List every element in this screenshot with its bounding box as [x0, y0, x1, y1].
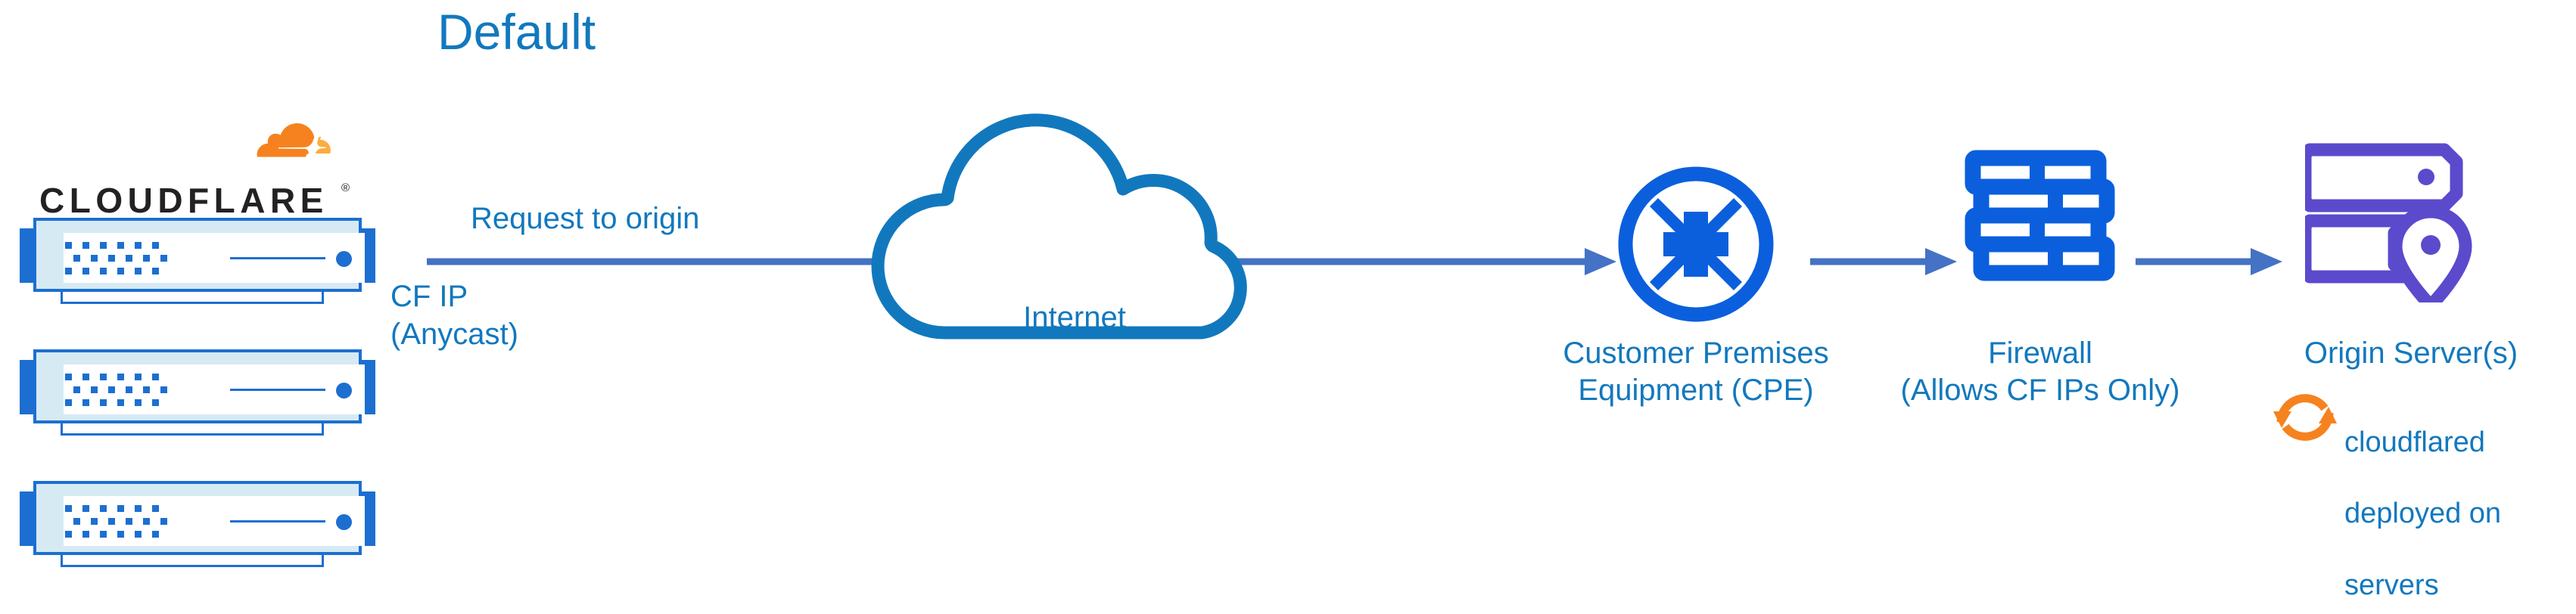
cloudflare-wordmark: CLOUDFLARE [39, 181, 328, 220]
switch-status-line [230, 389, 325, 391]
switch-chassis [33, 218, 365, 292]
switch-power-led [336, 251, 352, 267]
switch-power-led [336, 383, 352, 398]
registered-trademark-mark: ® [341, 181, 350, 194]
switch-status-line [230, 520, 325, 523]
sync-arrows-icon [2273, 394, 2337, 441]
cloudflared-note-line1: cloudflared [2344, 426, 2485, 459]
switch-side-tab-left [20, 360, 36, 414]
switch-power-led [336, 514, 352, 530]
switch-side-tab-left [20, 228, 36, 283]
firewall-label-line2: (Allows CF IPs Only) [1900, 374, 2180, 407]
brick-wall-icon [1965, 150, 2115, 281]
cloud-outline-icon [871, 113, 1247, 340]
server-rack-pin-icon [2305, 143, 2472, 302]
switch-status-line [230, 257, 325, 259]
cloudflare-logo: CLOUDFLARE ® [39, 113, 350, 220]
cloudflared-note-line3: servers [2344, 569, 2439, 601]
router-icon [1618, 166, 1774, 322]
page-title: Default [437, 4, 596, 60]
switch-base [61, 423, 324, 436]
cf-ip-caption-line1: CF IP [390, 280, 468, 313]
switch-chassis [33, 481, 365, 555]
switch-side-tab-left [20, 492, 36, 546]
cloudflare-cloud-logo-icon [257, 123, 331, 157]
network-switch-icon [20, 349, 375, 436]
switch-base [61, 292, 324, 304]
arrow-cpe-to-firewall [1810, 248, 1957, 275]
cloudflared-annotation: cloudflared deployed on servers [2344, 389, 2501, 614]
internet-label: Internet [1023, 301, 1126, 334]
switch-base [61, 555, 324, 567]
network-switch-icon [20, 481, 375, 567]
switch-chassis [33, 349, 365, 423]
firewall-label-line1: Firewall [1988, 336, 2092, 370]
origin-label-line1: Origin Server(s) [2304, 336, 2518, 370]
network-switch-icon [20, 218, 375, 304]
cpe-label-line1: Customer Premises [1563, 336, 1829, 370]
arrow-label-request-to-origin: Request to origin [471, 202, 700, 235]
cf-ip-caption-line2: (Anycast) [390, 318, 518, 351]
cpe-label-line2: Equipment (CPE) [1578, 374, 1814, 407]
cloudflared-note-line2: deployed on [2344, 498, 2502, 530]
arrow-firewall-to-origin [2136, 248, 2282, 275]
